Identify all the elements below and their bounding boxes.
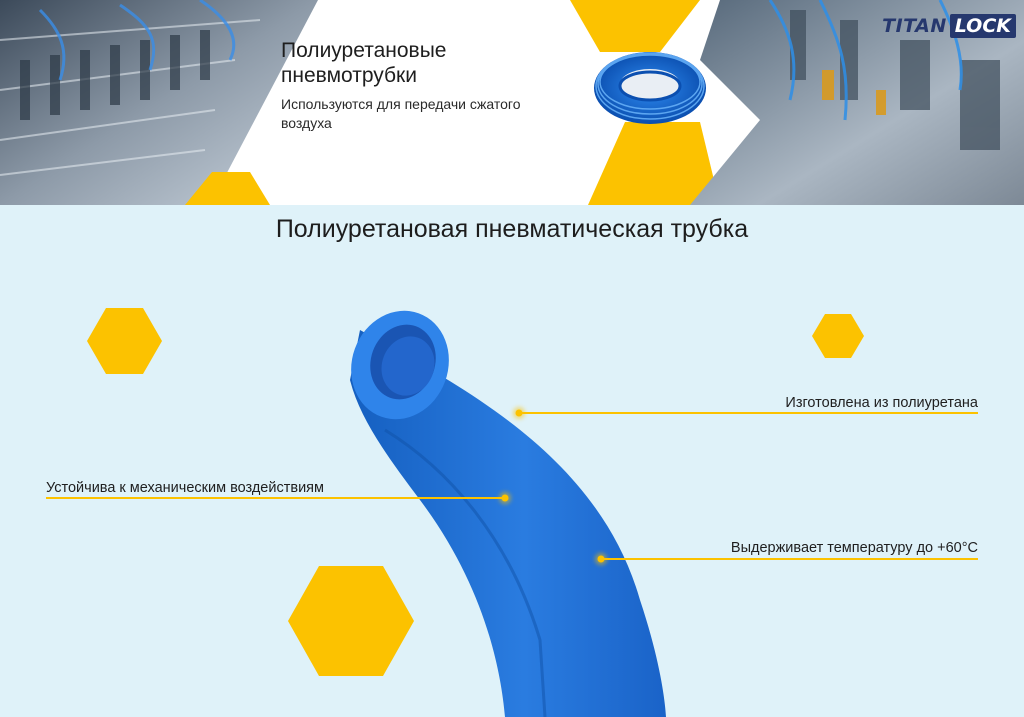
- callout-material: Изготовлена из полиуретана: [785, 395, 978, 411]
- hexagon-decor: [570, 0, 700, 52]
- hexagon-decor: [87, 308, 162, 374]
- hexagon-decor: [185, 172, 270, 205]
- titanlock-logo: TITAN LOCK: [882, 14, 1016, 38]
- banner-background: [0, 0, 1024, 205]
- hexagon-decor: [288, 566, 414, 676]
- callout-line-material: [513, 407, 978, 419]
- factory-photo-right: [690, 0, 1024, 205]
- factory-photo-left: [0, 0, 318, 205]
- page-title: Полиуретановая пневматическая трубка: [275, 215, 749, 243]
- product-illustration: [46, 308, 978, 717]
- callout-temperature: Выдерживает температуру до +60°С: [730, 540, 978, 556]
- logo-text-lock: LOCK: [949, 14, 1016, 38]
- tube-coil-image: [594, 52, 706, 124]
- logo-text-titan: TITAN: [882, 15, 947, 37]
- hexagon-decor: [812, 314, 864, 358]
- banner-title: Полиуретановые пневмотрубки: [281, 39, 447, 87]
- pneumatic-tube-image: [350, 310, 666, 717]
- hero-banner: Полиуретановые пневмотрубки Используются…: [0, 0, 1024, 205]
- callout-line-durability: [46, 492, 511, 504]
- hexagon-decor: [588, 122, 720, 205]
- callout-line-temperature: [595, 553, 978, 565]
- banner-subtitle: Используются для передачи сжатого воздух…: [281, 96, 521, 131]
- callout-durability: Устойчива к механическим воздействиям: [46, 480, 324, 496]
